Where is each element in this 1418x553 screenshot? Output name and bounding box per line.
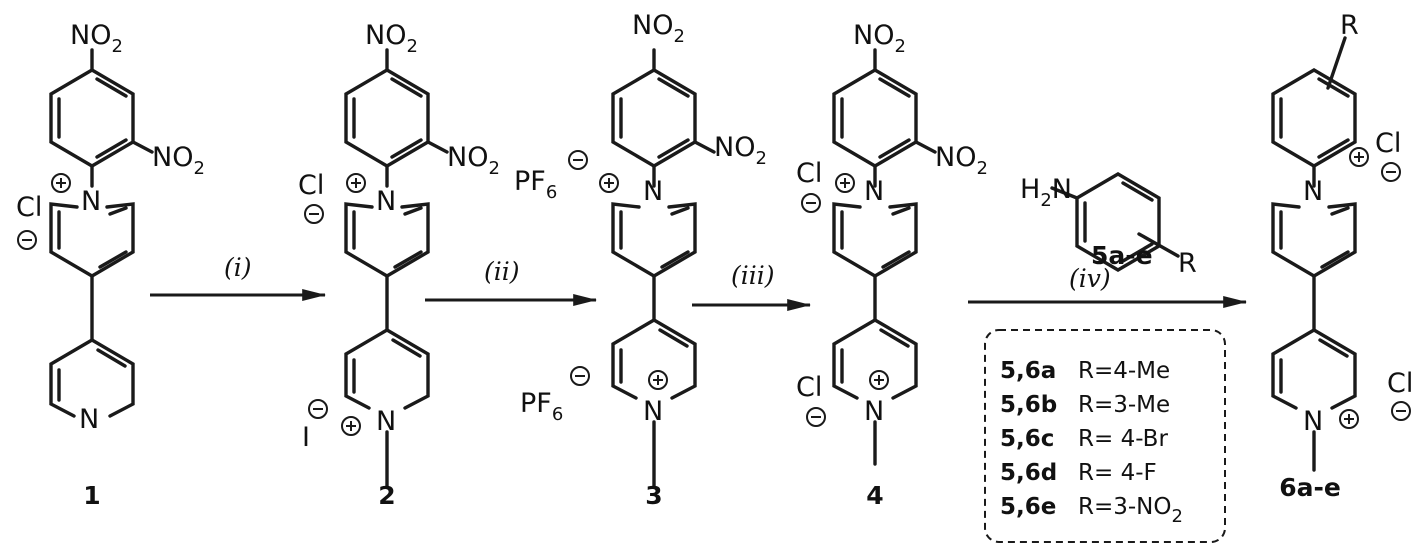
condition-i: (i) xyxy=(224,253,252,282)
compound-2-label: 2 xyxy=(378,481,395,510)
svg-text:NO2: NO2 xyxy=(70,20,123,57)
svg-text:N: N xyxy=(643,176,663,207)
svg-text:PF6: PF6 xyxy=(520,388,563,425)
svg-text:N: N xyxy=(864,396,884,427)
substituent-id: 5,6d xyxy=(1000,460,1057,486)
substituent-r: R=3-Me xyxy=(1078,392,1170,418)
svg-text:Cl: Cl xyxy=(298,170,324,201)
svg-text:NO2: NO2 xyxy=(365,20,418,57)
svg-text:R: R xyxy=(1178,248,1197,279)
compound-3-structure: NO2 NO2 N N PF6 PF6 3 xyxy=(514,10,767,510)
svg-text:R: R xyxy=(1340,10,1359,41)
condition-iv: (iv) xyxy=(1069,264,1111,293)
svg-text:NO2: NO2 xyxy=(935,142,988,179)
substituent-r: R=3-NO2 xyxy=(1078,494,1183,527)
product-6-structure: R N N Cl Cl 6a-e xyxy=(1271,10,1413,502)
svg-text:I: I xyxy=(302,422,310,453)
svg-text:N: N xyxy=(79,404,99,435)
svg-text:Cl: Cl xyxy=(796,158,822,189)
substituent-r: R= 4-Br xyxy=(1078,426,1168,452)
substituent-table: 5,6a R=4-Me 5,6b R=3-Me 5,6c R= 4-Br 5,6… xyxy=(984,329,1226,543)
svg-text:NO2: NO2 xyxy=(447,142,500,179)
substituent-r: R= 4-F xyxy=(1078,460,1157,486)
reagent-label: 5a-e xyxy=(1091,241,1153,270)
product-label: 6a-e xyxy=(1279,473,1341,502)
svg-text:N: N xyxy=(81,186,101,217)
substituent-id: 5,6c xyxy=(1000,426,1054,452)
svg-text:PF6: PF6 xyxy=(514,166,557,203)
aniline-reagent-structure: H2N R 5a-e xyxy=(1020,172,1197,279)
substituent-id: 5,6a xyxy=(1000,358,1056,384)
svg-text:Cl: Cl xyxy=(16,192,42,223)
compound-1-label: 1 xyxy=(83,481,100,510)
svg-text:NO2: NO2 xyxy=(632,10,685,47)
svg-text:N: N xyxy=(643,396,663,427)
svg-text:Cl: Cl xyxy=(796,372,822,403)
condition-ii: (ii) xyxy=(484,257,520,286)
svg-text:NO2: NO2 xyxy=(714,132,767,169)
compound-2-structure: NO2 NO2 N N Cl I 2 xyxy=(298,20,500,510)
substituent-r: R=4-Me xyxy=(1078,358,1170,384)
svg-text:N: N xyxy=(376,406,396,437)
compound-4-label: 4 xyxy=(866,481,883,510)
svg-text:NO2: NO2 xyxy=(853,20,906,57)
svg-text:Cl: Cl xyxy=(1387,368,1413,399)
compound-4-structure: NO2 NO2 N N Cl Cl 4 xyxy=(796,20,988,510)
svg-text:Cl: Cl xyxy=(1375,128,1401,159)
reaction-arrows: (i) (ii) (iii) (iv) xyxy=(150,253,1248,311)
svg-text:N: N xyxy=(1303,176,1323,207)
condition-iii: (iii) xyxy=(731,261,775,290)
svg-text:N: N xyxy=(376,186,396,217)
svg-text:H2N: H2N xyxy=(1020,174,1072,211)
svg-text:N: N xyxy=(864,176,884,207)
substituent-id: 5,6e xyxy=(1000,494,1056,520)
svg-text:NO2: NO2 xyxy=(152,142,205,179)
svg-text:N: N xyxy=(1303,406,1323,437)
compound-1-structure: NO2 NO2 N N Cl 1 xyxy=(16,20,205,510)
substituent-id: 5,6b xyxy=(1000,392,1057,418)
compound-3-label: 3 xyxy=(645,481,662,510)
